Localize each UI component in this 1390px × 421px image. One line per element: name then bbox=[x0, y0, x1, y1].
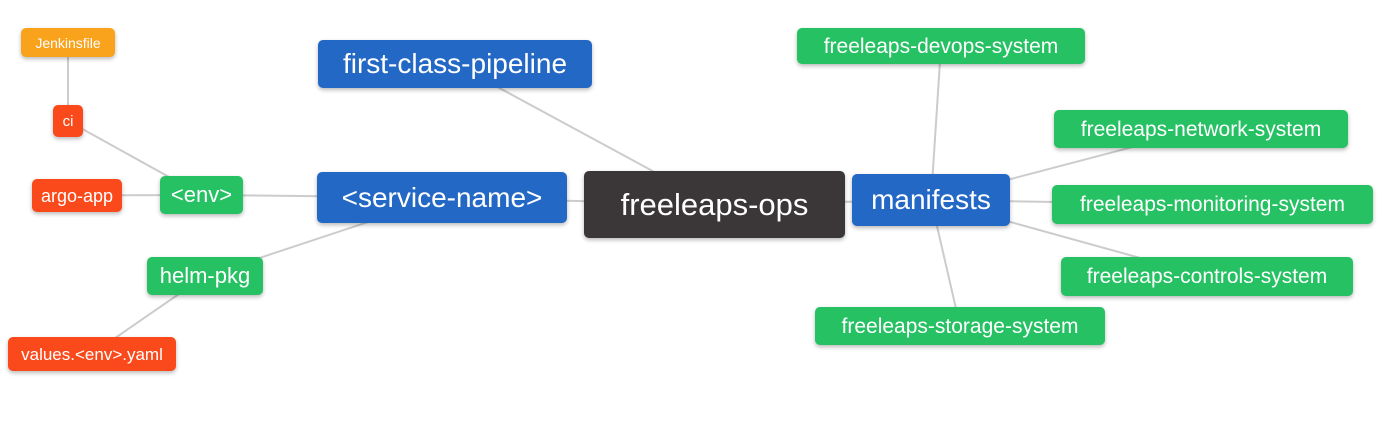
node-ci[interactable]: ci bbox=[53, 105, 83, 137]
node-freeleaps-storage-system[interactable]: freeleaps-storage-system bbox=[815, 307, 1105, 345]
node-first-class-pipeline[interactable]: first-class-pipeline bbox=[318, 40, 592, 88]
node-freeleaps-network-system[interactable]: freeleaps-network-system bbox=[1054, 110, 1348, 148]
node-helm-pkg[interactable]: helm-pkg bbox=[147, 257, 263, 295]
node-manifests[interactable]: manifests bbox=[852, 174, 1010, 226]
node-freeleaps-monitoring-system[interactable]: freeleaps-monitoring-system bbox=[1052, 185, 1373, 224]
node-env[interactable]: <env> bbox=[160, 176, 243, 214]
node-freeleaps-controls-system[interactable]: freeleaps-controls-system bbox=[1061, 257, 1353, 296]
node-freeleaps-devops-system[interactable]: freeleaps-devops-system bbox=[797, 28, 1085, 64]
node-argo-app[interactable]: argo-app bbox=[32, 179, 122, 212]
node-service-name[interactable]: <service-name> bbox=[317, 172, 567, 223]
node-jenkinsfile[interactable]: Jenkinsfile bbox=[21, 28, 115, 57]
node-values-env-yaml[interactable]: values.<env>.yaml bbox=[8, 337, 176, 371]
node-freeleaps-ops[interactable]: freeleaps-ops bbox=[584, 171, 845, 238]
